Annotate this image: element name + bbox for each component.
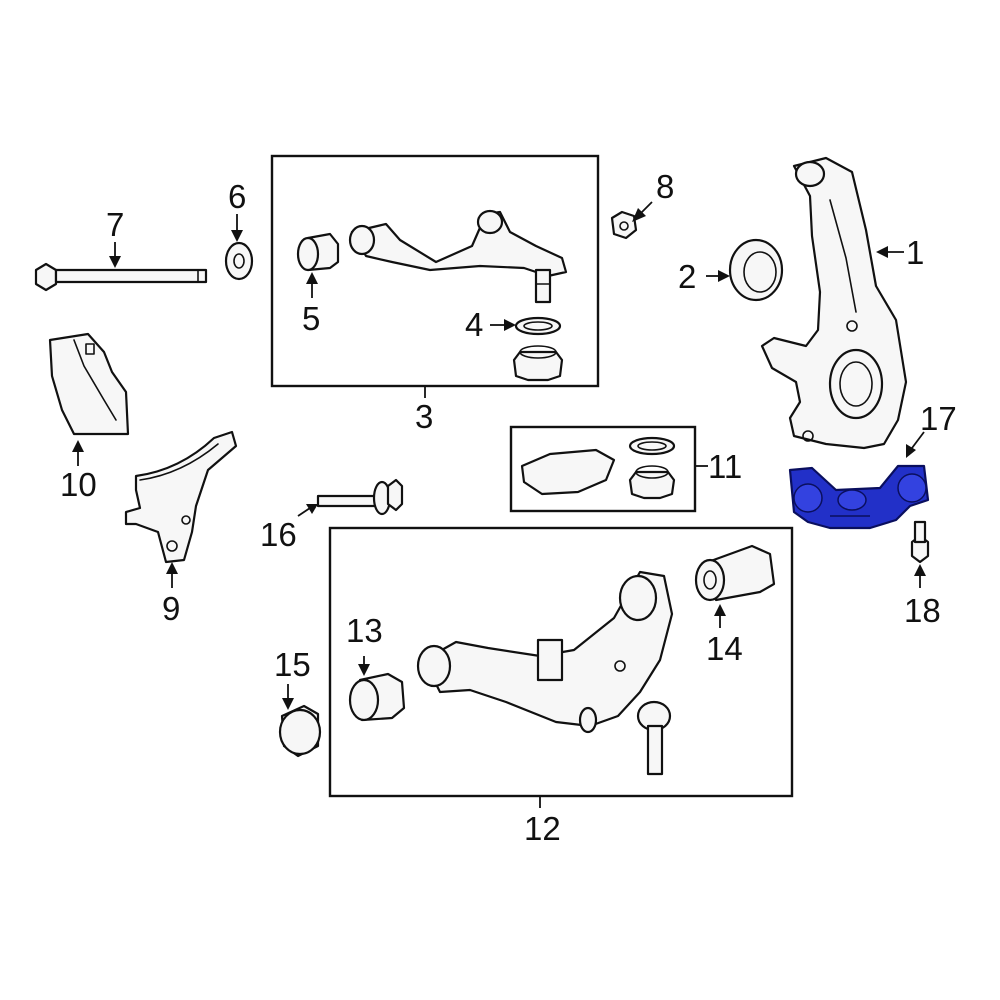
callout-6: 6	[228, 178, 246, 215]
bracket-part-9	[124, 430, 238, 564]
callout-1: 1	[906, 234, 924, 271]
callout-9: 9	[162, 590, 180, 627]
callout-11: 11	[708, 448, 742, 485]
upper-control-arm-part-3	[348, 209, 568, 304]
lower-control-arm-part-12	[416, 570, 674, 776]
nut-part-8	[610, 210, 638, 240]
washer-part-6	[224, 241, 254, 281]
seal-part-2	[728, 238, 784, 302]
bolt-part-18	[910, 520, 930, 564]
leader-lines	[72, 201, 926, 808]
callout-10: 10	[60, 466, 97, 503]
bracket-part-17-highlighted	[788, 464, 930, 530]
knuckle-part-1	[760, 156, 908, 450]
callout-14: 14	[706, 630, 743, 667]
lower-control-arm-frame	[328, 526, 794, 798]
cam-bolt-part-16	[316, 478, 404, 516]
bushing-part-5	[296, 232, 340, 272]
cap-part-15	[278, 704, 322, 758]
callout-5: 5	[302, 300, 320, 337]
callout-8: 8	[656, 168, 674, 205]
shield-part-10	[48, 332, 130, 436]
callout-3: 3	[415, 398, 433, 435]
callout-4: 4	[465, 306, 483, 343]
callout-16: 16	[260, 516, 297, 553]
bushing-part-13	[348, 672, 406, 722]
callout-13: 13	[346, 612, 383, 649]
callout-2: 2	[678, 258, 696, 295]
callout-15: 15	[274, 646, 311, 683]
callout-12: 12	[524, 810, 561, 847]
bushing-part-14	[694, 544, 776, 602]
upper-control-arm-frame	[270, 154, 600, 388]
ball-joint-kit-part-11	[520, 436, 676, 500]
ball-joint-kit-frame	[509, 425, 697, 513]
callout-17: 17	[920, 400, 957, 437]
ball-joint-boot-part-4	[512, 316, 564, 382]
callout-7: 7	[106, 206, 124, 243]
bolt-part-7	[34, 262, 208, 292]
callout-18: 18	[904, 592, 941, 629]
